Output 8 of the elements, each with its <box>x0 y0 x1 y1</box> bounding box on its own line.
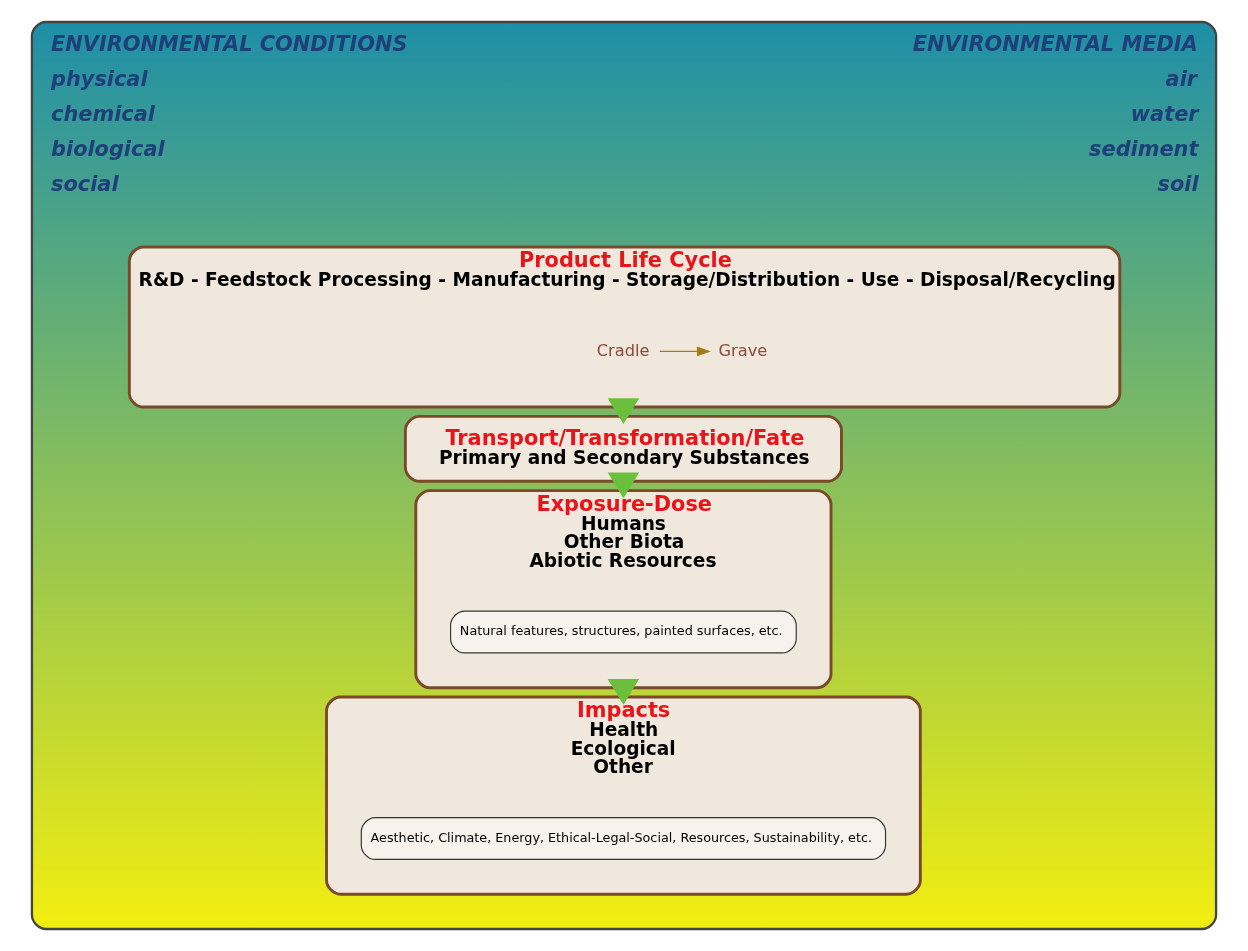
node-text: Grave <box>718 340 768 360</box>
node-text: Cradle <box>596 340 650 360</box>
arrow <box>607 398 640 425</box>
arrow <box>659 346 711 357</box>
node-box: Natural features, structures, painted surfaces, etc. <box>450 610 797 654</box>
node-box: Aesthetic, Climate, Energy, Ethical-Legal-Social, Resources, Sustainability, etc. <box>360 817 887 860</box>
arrow <box>607 679 640 705</box>
arrow <box>607 472 640 499</box>
